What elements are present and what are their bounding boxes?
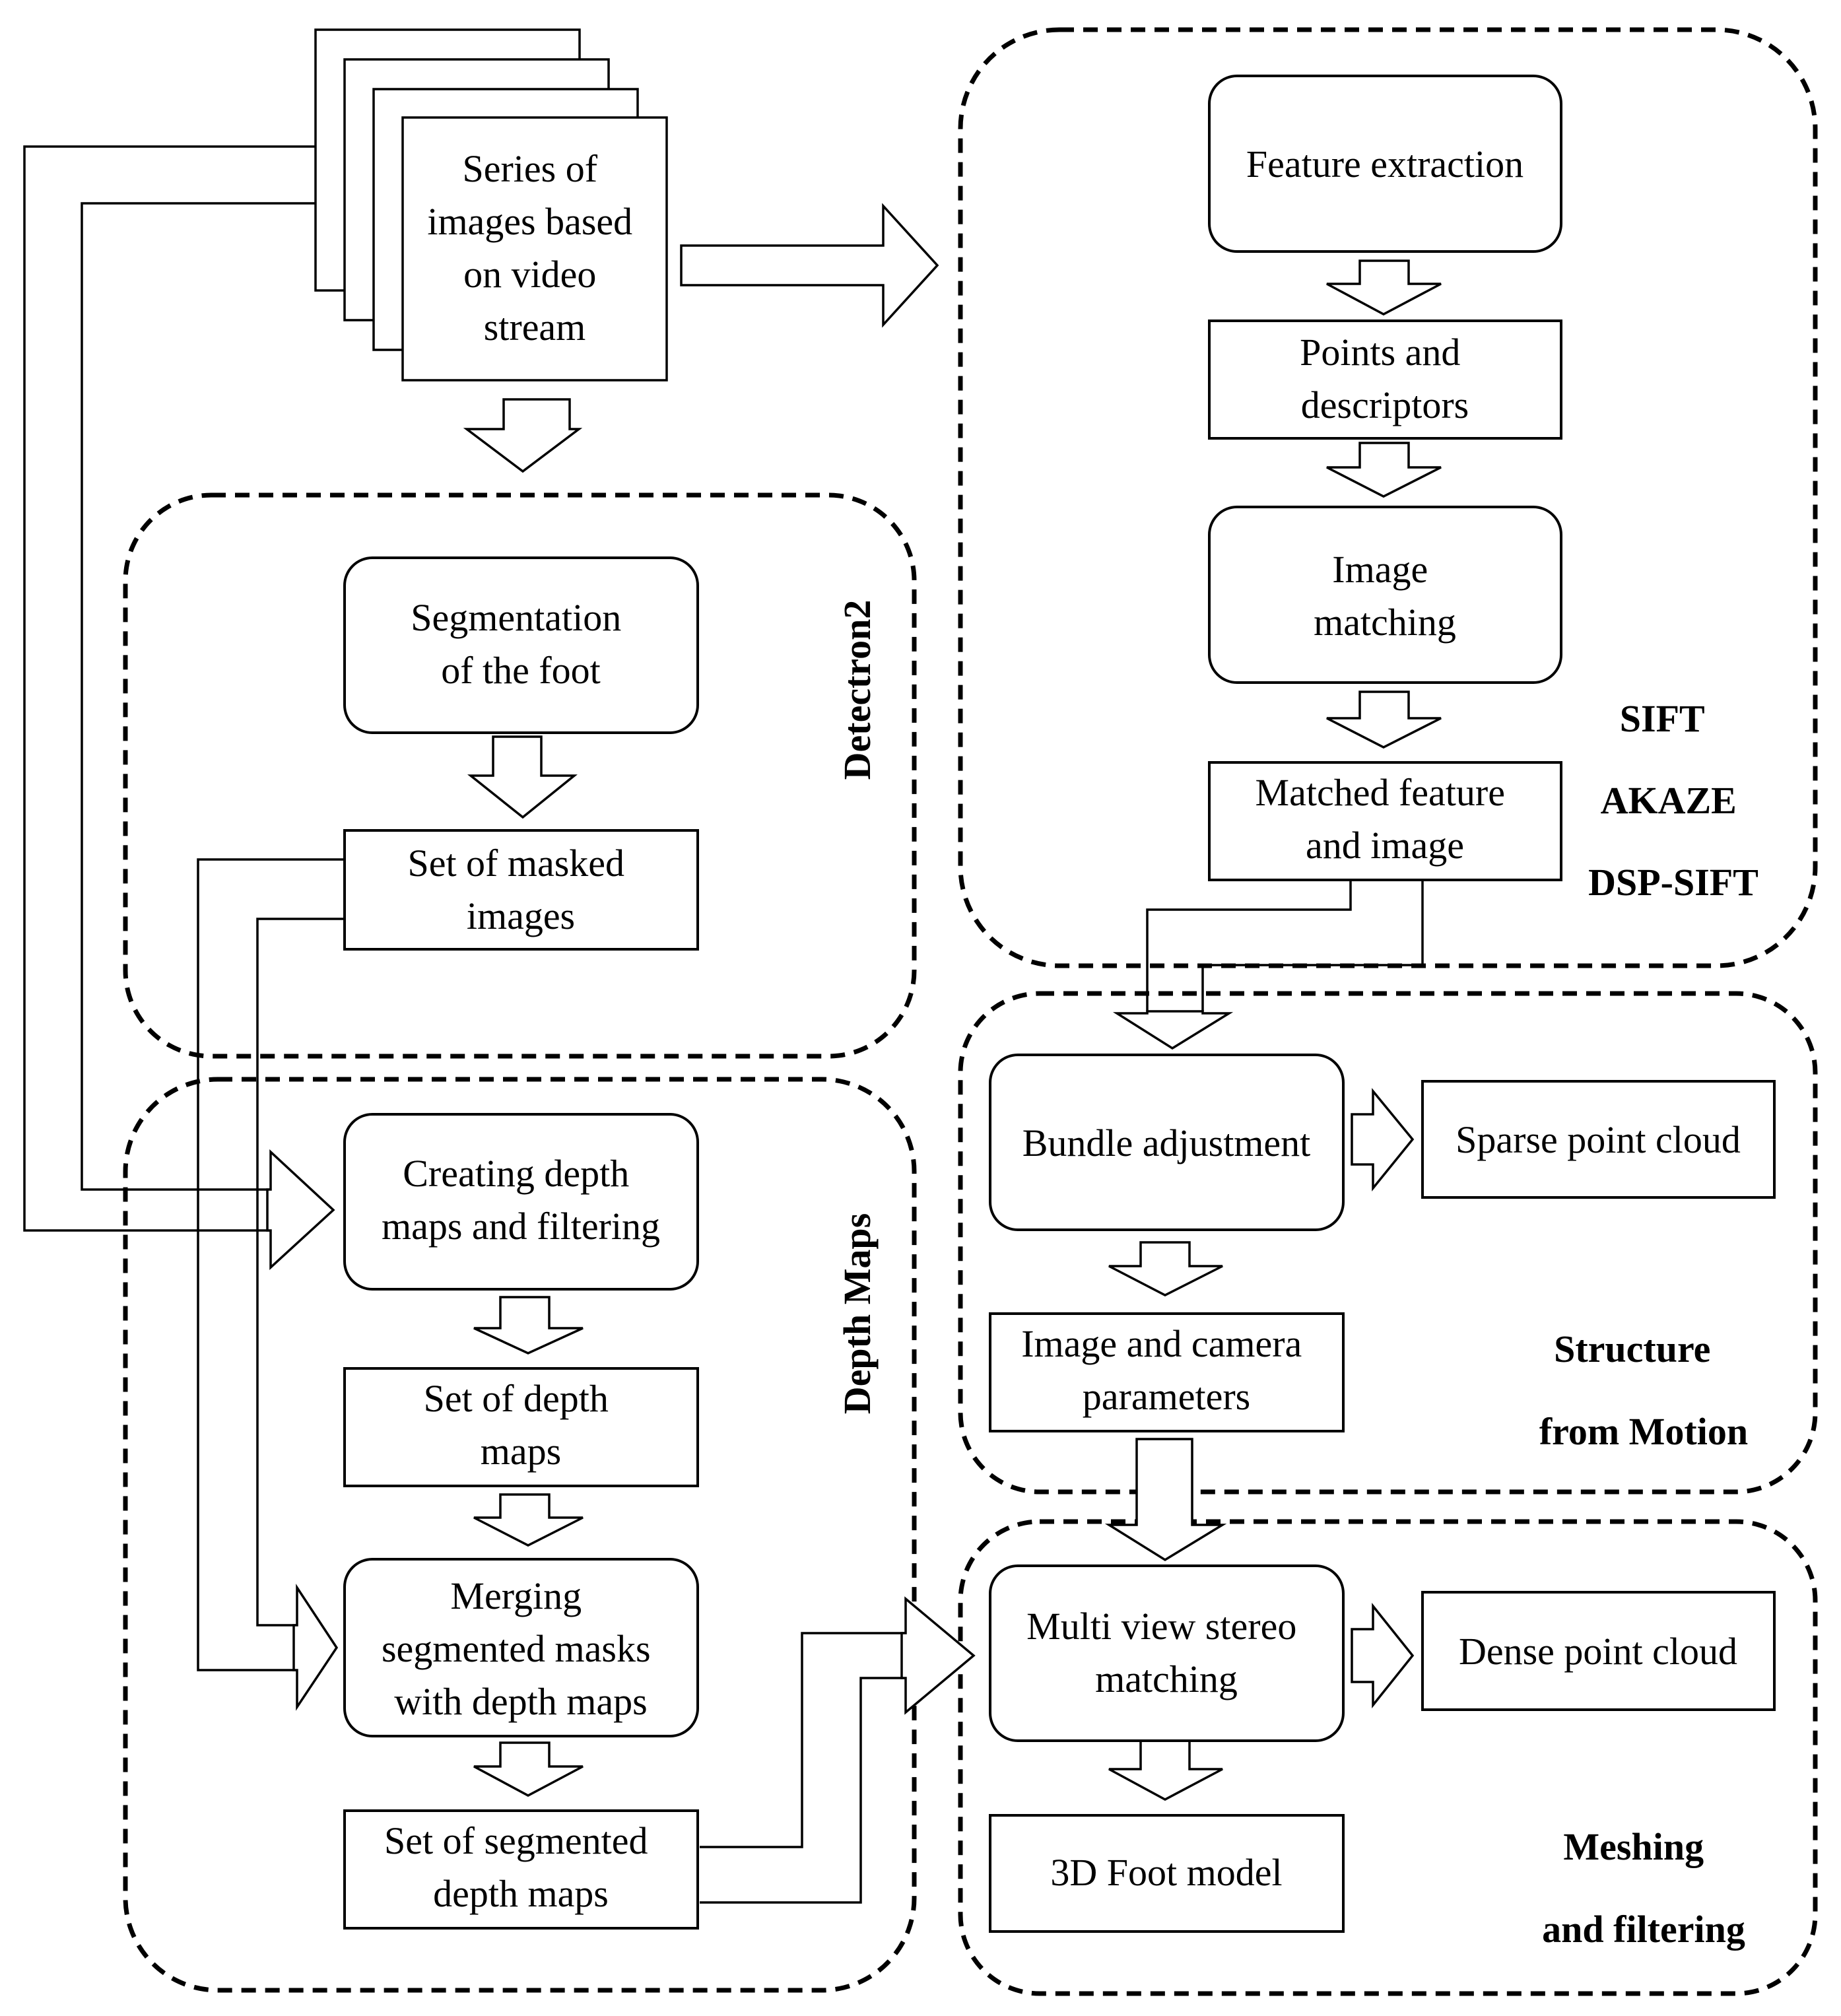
feature-extraction-label: Feature extraction — [1246, 143, 1523, 185]
multiview-to-model-arrow — [1108, 1739, 1223, 1801]
points-to-matching-arrow — [1326, 442, 1442, 498]
feature-extraction-node: Feature extraction — [1208, 75, 1562, 253]
input-to-segmentation-arrow — [463, 398, 583, 473]
connector-mask-inner — [256, 918, 345, 1627]
merging-node: Merging segmented masks with depth maps — [343, 1558, 699, 1737]
creating-depth-node: Creating depth maps and filtering — [343, 1113, 699, 1291]
sparse-cloud-label: Sparse point cloud — [1456, 1118, 1741, 1161]
image-matching-node: Image matching — [1208, 506, 1562, 684]
segmented-depth-label: Set of segmented depth maps — [384, 1819, 657, 1915]
foot-model-node: 3D Foot model — [989, 1814, 1345, 1933]
multi-view-node: Multi view stereo matching — [989, 1564, 1345, 1742]
set-depth-maps-node: Set of depth maps — [343, 1367, 699, 1487]
bundle-adjustment-label: Bundle adjustment — [1022, 1122, 1311, 1164]
to-merging-arrow — [292, 1584, 339, 1711]
creating-to-set-depth-arrow — [473, 1296, 584, 1355]
matched-feature-node: Matched feature and image — [1208, 761, 1562, 881]
image-stack: Series of images based on video stream — [314, 28, 668, 382]
camera-params-node: Image and camera parameters — [989, 1312, 1345, 1432]
connector-matched-left — [1146, 880, 1352, 1011]
bundle-to-camera-arrow — [1108, 1241, 1223, 1296]
matched-to-bundle-arrow — [1112, 1010, 1234, 1050]
set-depth-maps-label: Set of depth maps — [424, 1377, 619, 1473]
stack-sheet-4 — [401, 116, 668, 382]
multi-view-label: Multi view stereo matching — [1026, 1605, 1306, 1700]
image-matching-label: Image matching — [1314, 548, 1456, 644]
sfm-group-label: Structure from Motion — [1539, 1327, 1748, 1453]
input-to-sfm-arrow — [680, 203, 939, 328]
camera-params-label: Image and camera parameters — [1021, 1322, 1312, 1418]
creating-depth-label: Creating depth maps and filtering — [382, 1152, 660, 1248]
connector-matched-right — [1201, 880, 1424, 1011]
merging-to-segdepth-arrow — [473, 1741, 584, 1797]
connector-segdepth-upper — [700, 1632, 906, 1848]
matching-to-matched-arrow — [1326, 690, 1442, 749]
feature-to-points-arrow — [1326, 259, 1442, 316]
masked-images-node: Set of masked images — [343, 829, 699, 951]
connector-inner-left — [81, 202, 316, 1191]
matched-feature-label: Matched feature and image — [1255, 771, 1515, 867]
input-images-label: Series of images based on video stream — [427, 147, 642, 349]
masked-images-label: Set of masked images — [407, 842, 634, 937]
points-descriptors-node: Points and descriptors — [1208, 319, 1562, 440]
to-multiview-arrow — [900, 1596, 976, 1715]
set-depth-to-merging-arrow — [473, 1493, 584, 1547]
connector-mask-outer — [197, 858, 345, 1671]
detectron-group-label: Detectron2 — [836, 600, 879, 780]
detectron-group — [123, 492, 917, 1059]
meshing-group-label: Meshing and filtering — [1542, 1825, 1745, 1951]
connector-outer-left — [23, 145, 316, 1232]
bundle-adjustment-node: Bundle adjustment — [989, 1054, 1345, 1231]
segmentation-label: Segmentation of the foot — [411, 596, 630, 692]
segmentation-to-masked-arrow — [467, 735, 578, 819]
foot-model-label: 3D Foot model — [1050, 1851, 1282, 1894]
connector-segdepth-lower — [700, 1677, 906, 1904]
dense-cloud-label: Dense point cloud — [1459, 1630, 1737, 1673]
bundle-to-sparse-arrow — [1351, 1088, 1415, 1192]
depth-maps-group-label: Depth Maps — [836, 1213, 879, 1415]
to-creating-depth-arrow — [266, 1149, 335, 1270]
camera-to-multiview-arrow — [1104, 1438, 1227, 1562]
segmented-depth-node: Set of segmented depth maps — [343, 1809, 699, 1930]
segmentation-node: Segmentation of the foot — [343, 556, 699, 734]
meshing-group — [958, 1519, 1818, 1996]
sparse-cloud-node: Sparse point cloud — [1421, 1080, 1776, 1199]
merging-label: Merging segmented masks with depth maps — [382, 1574, 660, 1723]
multiview-to-dense-arrow — [1351, 1603, 1415, 1708]
sift-methods-label: SIFT AKAZE DSP-SIFT — [1588, 697, 1758, 904]
points-descriptors-label: Points and descriptors — [1300, 331, 1470, 426]
dense-cloud-node: Dense point cloud — [1421, 1591, 1776, 1711]
